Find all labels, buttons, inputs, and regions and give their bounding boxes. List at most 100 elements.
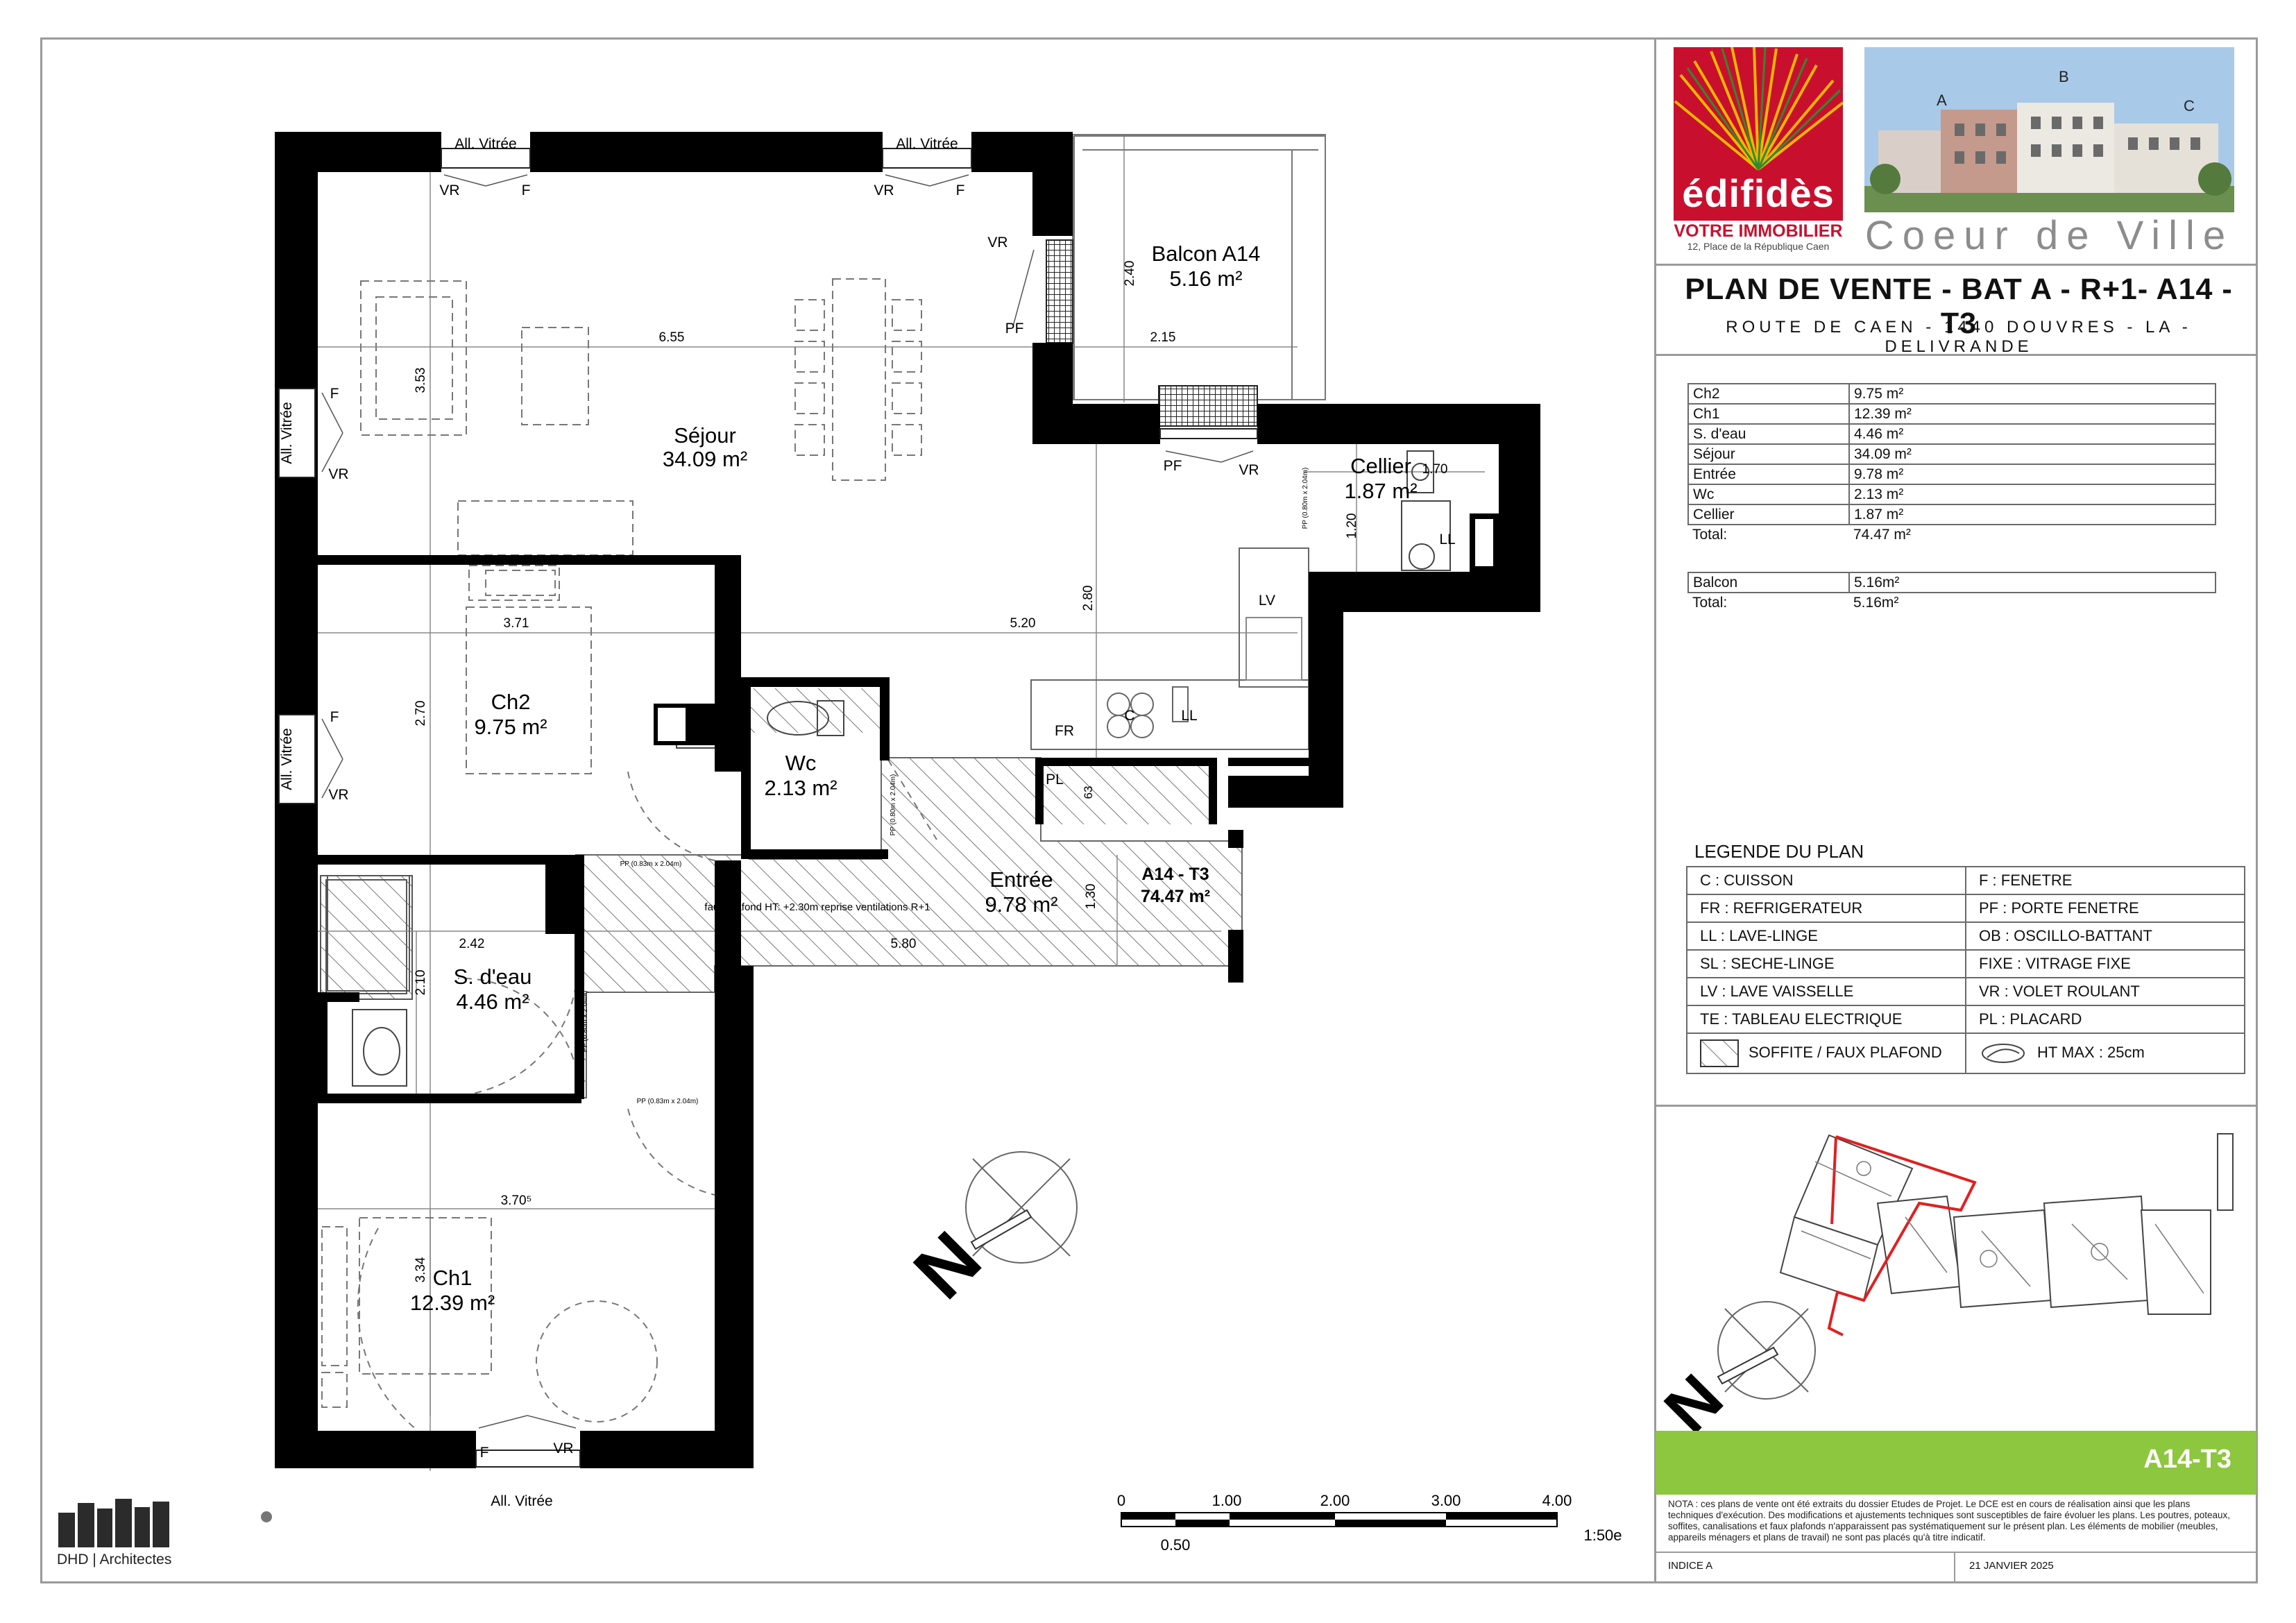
windows — [278, 148, 1258, 1468]
room-area-wc: 2.13 m² — [764, 776, 837, 800]
logo-address: 12, Place de la République Caen — [1687, 241, 1830, 252]
unit-badge: A14-T3 — [1656, 1431, 2256, 1495]
room-name-entree: Entrée — [989, 867, 1053, 892]
room-name-ch2: Ch2 — [491, 690, 531, 714]
equip-c: C — [1124, 708, 1134, 724]
dim-270: 2.70 — [414, 701, 428, 726]
legend-item: PL : PLACARD — [1965, 1005, 2245, 1034]
room-area-ch1: 12.39 m² — [410, 1291, 495, 1315]
floor-plan: All. Vitrée All. Vitrée All. Vitrée All.… — [261, 132, 1540, 1522]
scale-tick-3: 3.00 — [1431, 1492, 1461, 1509]
legend-soffite-label: SOFFITE / FAUX PLAFOND — [1749, 1043, 1942, 1061]
architect-logo — [58, 1499, 169, 1547]
area-room: S. d'eau — [1687, 423, 1850, 445]
label-vr-6: VR — [1239, 462, 1259, 478]
furniture — [321, 278, 922, 1408]
disclaimer-note: NOTA : ces plans de vente ont été extrai… — [1668, 1499, 2231, 1543]
dim-240: 2.40 — [1123, 261, 1137, 287]
room-name-sejour: Séjour — [674, 423, 736, 448]
dim-334: 3.34 — [414, 1257, 428, 1282]
balcony-grille — [1158, 385, 1258, 427]
table-row-total: Total: 74.47 m² — [1688, 525, 2216, 544]
building-rendering: A B C — [1864, 47, 2234, 212]
scale-half: 0.50 — [1161, 1536, 1191, 1553]
equip-pl: PL — [1046, 772, 1064, 788]
dim-215: 2.15 — [1150, 330, 1176, 345]
unit-badge-label: A14-T3 — [2143, 1445, 2231, 1474]
dim-371: 3.71 — [504, 616, 529, 631]
dim-120: 1.20 — [1345, 513, 1359, 539]
drawing-frame — [40, 37, 2258, 1583]
label-vr-1: VR — [439, 182, 459, 198]
scale-bar: 0 1.00 2.00 3.00 4.00 0.50 1:50e — [1117, 1492, 1622, 1553]
label-vr-2: VR — [874, 182, 894, 198]
label-vitree-1: All. Vitrée — [454, 136, 517, 152]
door-swings — [357, 759, 937, 1430]
area-room: Séjour — [1687, 443, 1850, 465]
scale-tick-2: 2.00 — [1320, 1492, 1350, 1509]
building-photo-image: A B C — [1864, 47, 2234, 212]
room-area-sdeau: 4.46 m² — [456, 989, 529, 1014]
hatch-swatch-icon — [1700, 1039, 1739, 1067]
label-f-2: F — [956, 182, 965, 198]
reference-dot — [261, 1511, 272, 1522]
dim-130: 1.30 — [1084, 884, 1098, 910]
footer-indice: INDICE A — [1668, 1560, 1713, 1572]
room-name-balcon: Balcon A14 — [1152, 241, 1261, 266]
room-name-wc: Wc — [785, 751, 817, 775]
legend-item: PF : PORTE FENETRE — [1965, 894, 2245, 923]
legend-item: OB : OSCILLO-BATTANT — [1965, 921, 2245, 951]
room-area-entree: 9.78 m² — [985, 892, 1057, 917]
window-sashes — [321, 174, 1254, 1429]
area-value: 9.78 m² — [1848, 464, 2216, 485]
label-vitree-2: All. Vitrée — [896, 136, 958, 152]
total-value: 74.47 m² — [1853, 527, 1911, 543]
pp-note-4: PP (0.80m x 2.04m) — [581, 991, 589, 1053]
keyplan-compass-north: N — [1656, 1361, 1737, 1431]
legend-item: FR : REFRIGERATEUR — [1686, 894, 1966, 923]
area-value: 4.46 m² — [1848, 423, 2216, 445]
legend-item: F : FENETRE — [1965, 866, 2245, 895]
table-row: SOFFITE / FAUX PLAFOND HT MAX : 25cm — [1686, 1033, 2245, 1074]
area-room: Ch2 — [1687, 383, 1850, 405]
room-area-cellier: 1.87 m² — [1344, 479, 1417, 503]
label-vitree-3: All. Vitrée — [279, 402, 295, 464]
area-room: Balcon — [1687, 572, 1850, 593]
north-compass: N — [898, 1151, 1078, 1315]
legend-soffite: SOFFITE / FAUX PLAFOND — [1686, 1033, 1966, 1074]
logo-rays-icon — [1674, 47, 1843, 171]
architect-name: DHD | Architectes — [57, 1552, 172, 1567]
building-label-b: B — [2059, 68, 2069, 85]
legend-item: TE : TABLEAU ELECTRIQUE — [1686, 1005, 1966, 1034]
dim-63: 63 — [1082, 786, 1095, 799]
dim-520: 5.20 — [1010, 616, 1036, 631]
pp-note-2: PP (0.83m x 2.04m) — [637, 1098, 699, 1105]
equip-ll-1: LL — [1181, 708, 1197, 724]
pp-note-3: PP (0.80m x 2.04m) — [890, 774, 897, 836]
scale-tick-1: 1.00 — [1212, 1492, 1242, 1509]
label-vr-5: VR — [328, 787, 348, 803]
pp-note-1: PP (0.83m x 2.04m) — [620, 860, 682, 868]
legend-item: C : CUISSON — [1686, 866, 1966, 895]
dim-242: 2.42 — [459, 937, 485, 951]
building-label-c: C — [2184, 97, 2195, 114]
footer-divider — [1954, 1553, 1955, 1583]
label-f-4: F — [330, 709, 339, 725]
area-room: Ch1 — [1687, 403, 1850, 425]
total-value: 5.16m² — [1853, 595, 1899, 611]
legend-htmax-label: HT MAX : 25cm — [2037, 1043, 2145, 1061]
total-label: Total: — [1692, 595, 1728, 611]
plan-address: ROUTE DE CAEN - 1440 DOUVRES - LA - DELI… — [1726, 318, 2192, 356]
area-room: Cellier — [1687, 504, 1850, 525]
legend-item: LL : LAVE-LINGE — [1686, 921, 1966, 951]
legend-htmax: HT MAX : 25cm — [1965, 1033, 2245, 1074]
total-label: Total: — [1692, 527, 1728, 543]
